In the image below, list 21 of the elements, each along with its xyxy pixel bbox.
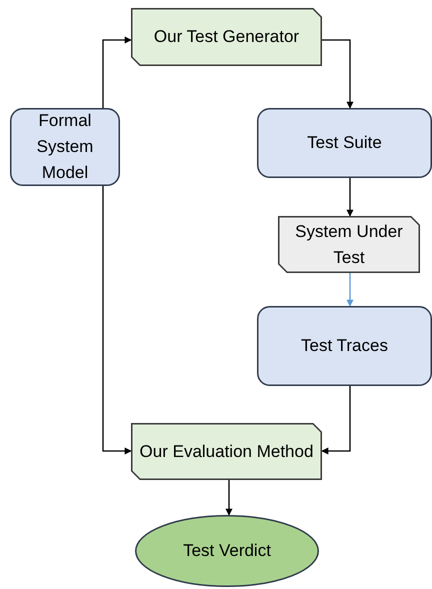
process-box <box>131 423 322 480</box>
arrow <box>226 480 232 516</box>
arrow <box>321 386 351 454</box>
arrow <box>322 39 354 109</box>
data-box <box>257 306 432 386</box>
node-label: Test Verdict <box>182 540 272 562</box>
process-box <box>257 108 432 178</box>
model-box <box>10 108 120 186</box>
node-label: Our Evaluation Method <box>138 440 314 462</box>
arrow <box>346 273 354 307</box>
system-box <box>278 216 420 273</box>
node-label: Our Test Generator <box>152 26 300 48</box>
result-ellipse <box>135 515 319 587</box>
arrow <box>346 178 354 217</box>
node-label: System Under Test <box>294 220 404 268</box>
process-box <box>131 8 322 66</box>
node-label: Test Suite <box>306 132 383 154</box>
node-label: Formal System Model <box>36 110 94 184</box>
node-label: Test Traces <box>300 335 389 357</box>
arrow <box>102 186 132 454</box>
arrow <box>102 36 132 108</box>
